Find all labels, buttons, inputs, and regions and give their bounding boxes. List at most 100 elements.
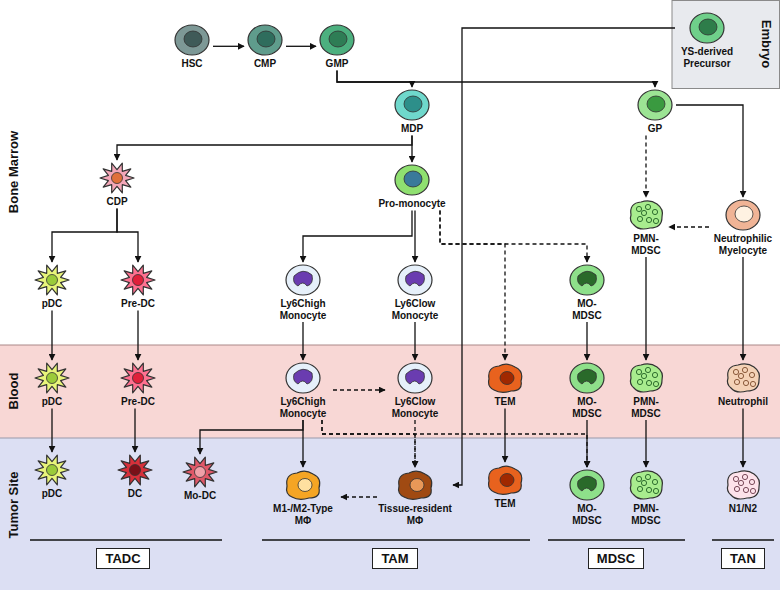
group-label: TADC [105, 551, 140, 566]
dashed-arrow [440, 211, 505, 361]
flow-arrow [414, 322, 415, 360]
flow-arrow [645, 257, 646, 360]
cell-node: PMN-MDSC [624, 361, 668, 419]
cell-icon [567, 361, 607, 395]
cell-icon [115, 453, 155, 487]
cell-node: DC [115, 453, 155, 500]
cell-icon [245, 23, 285, 57]
cell-node: Pro-monocyte [378, 163, 445, 210]
cell-icon [485, 463, 525, 497]
dashed-arrow [333, 389, 385, 390]
cell-label: Ly6Clow Monocyte [386, 298, 444, 321]
flow-arrow [337, 71, 655, 88]
group-label: TAN [730, 551, 756, 566]
cell-node: PMN-MDSC [624, 468, 668, 526]
flow-arrow [645, 420, 646, 467]
flow-arrow [117, 209, 138, 263]
cell-node: TEM [485, 361, 525, 408]
cell-node: MO-MDSC [565, 361, 609, 419]
flow-arrow [504, 409, 505, 463]
cell-label: pDC [42, 298, 63, 310]
cell-icon [118, 263, 158, 297]
group-box: TADC [96, 548, 149, 569]
cell-node: Ly6Chigh Monocyte [274, 361, 332, 419]
cell-label: PMN-MDSC [624, 503, 668, 526]
cell-label: YS-derived Precursor [676, 46, 738, 69]
cell-label: pDC [42, 396, 63, 408]
dashed-arrow [341, 496, 377, 497]
cell-node: TEM [485, 463, 525, 510]
cell-node: Ly6Clow Monocyte [386, 361, 444, 419]
group-box: MDSC [588, 548, 644, 569]
cell-icon [283, 361, 323, 395]
dashed-arrow [645, 136, 646, 198]
cell-label: Ly6Clow Monocyte [386, 396, 444, 419]
cell-node: GMP [317, 23, 357, 70]
blood-ground [0, 345, 780, 438]
cell-icon [32, 263, 72, 297]
cell-icon [118, 361, 158, 395]
cell-label: DC [128, 488, 142, 500]
band-region: Blood pDC Pre-DC Ly6Chigh MonocyteLy6Clow M… [0, 345, 780, 438]
band-region: EmbryoYS-derived Precursor [672, 0, 780, 88]
flow-arrow [51, 409, 52, 453]
cell-node: HSC [172, 23, 212, 70]
tumor-ground [0, 438, 780, 590]
cell-label: MO-MDSC [565, 503, 609, 526]
cell-icon [395, 263, 435, 297]
cell-node: CMP [245, 23, 285, 70]
flow-arrow [676, 105, 743, 197]
cell-label: PMN-MDSC [624, 396, 668, 419]
cell-node: Ly6Chigh Monocyte [274, 263, 332, 321]
cell-node: MO-MDSC [565, 468, 609, 526]
flow-arrow [134, 409, 135, 453]
cell-label: pDC [42, 488, 63, 500]
cell-icon [485, 361, 525, 395]
cell-node: GP [635, 88, 675, 135]
group-label: TAM [381, 551, 408, 566]
cell-icon [180, 455, 220, 489]
cell-icon [395, 361, 435, 395]
cell-label: MDP [401, 123, 423, 135]
band-label: Blood [6, 373, 21, 410]
cell-icon [283, 263, 323, 297]
band-label: Bone Marrow [6, 131, 21, 213]
embryo-ground [672, 1, 780, 89]
flow-arrow [586, 322, 587, 360]
flow-arrow [213, 46, 244, 47]
cell-icon [392, 88, 432, 122]
flow-arrow [52, 209, 117, 263]
cell-node: Neutrophil [718, 361, 768, 408]
cell-label: GP [648, 123, 662, 135]
cell-icon [395, 468, 435, 502]
cell-label: MO-MDSC [565, 298, 609, 321]
cell-icon [567, 263, 607, 297]
cell-label: M1-/M2-Type MΦ [266, 503, 340, 526]
cell-node: N1/N2 [723, 468, 763, 515]
cell-icon [626, 198, 666, 232]
flow-arrow [302, 322, 303, 360]
cell-icon [172, 23, 212, 57]
cell-icon [567, 468, 607, 502]
cell-label: Pre-DC [121, 298, 155, 310]
flow-arrow [303, 211, 412, 263]
cell-icon [392, 163, 432, 197]
cell-icon [32, 453, 72, 487]
flow-arrow [453, 28, 675, 485]
cell-node: M1-/M2-Type MΦ [266, 468, 340, 526]
cell-node: Neutrophilic Myelocyte [710, 198, 776, 256]
cell-node: MDP [392, 88, 432, 135]
cell-icon [32, 361, 72, 395]
dashed-arrow [322, 420, 415, 467]
cell-icon [723, 468, 763, 502]
flow-arrow [414, 211, 415, 263]
cell-label: Ly6Chigh Monocyte [274, 298, 332, 321]
cell-node: Pre-DC [118, 361, 158, 408]
bracket [712, 539, 774, 540]
dashed-arrow [322, 420, 587, 467]
cell-label: MO-MDSC [565, 396, 609, 419]
band-label: Tumor Site [6, 472, 21, 539]
band-label: Embryo [759, 20, 774, 68]
